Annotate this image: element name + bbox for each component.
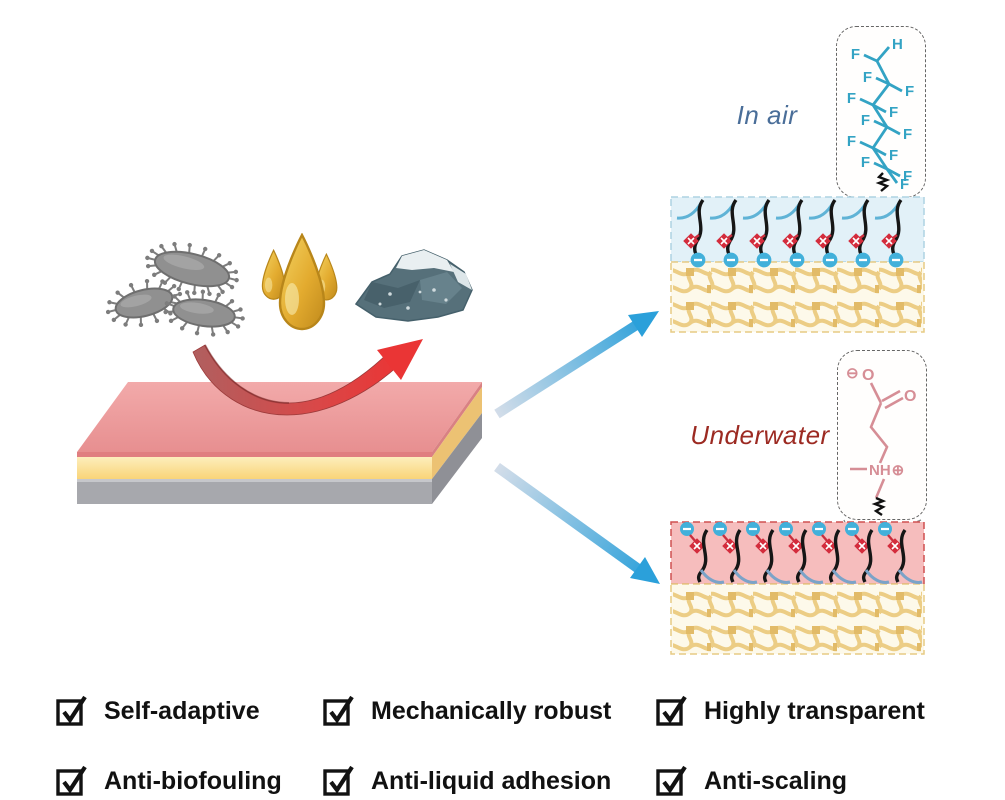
surface-underwater — [670, 520, 925, 655]
fluorine-label: F — [851, 46, 860, 63]
feature-label: Mechanically robust — [371, 696, 612, 725]
slab-top-layer-edge — [77, 452, 432, 457]
fluorine-label: F — [861, 112, 870, 129]
fluorine-label: F — [905, 83, 914, 100]
feature-anti-liquid-adhesion: Anti-liquid adhesion — [322, 764, 611, 798]
oxygen-double: O — [904, 388, 916, 405]
slab-base-layer-side — [432, 413, 482, 504]
fluorine-label: F — [903, 168, 912, 185]
arrow-to-underwater — [494, 462, 660, 584]
minus-charge: ⊖ — [846, 365, 859, 382]
backbone-squiggle — [875, 172, 891, 192]
in-air-label: In air — [736, 100, 798, 130]
coating-slab — [77, 339, 482, 504]
mineral-facet-dark — [364, 280, 420, 308]
feature-self-adaptive: Self-adaptive — [55, 694, 260, 728]
fluorine-label: F — [861, 154, 870, 171]
mineral-snow-cap — [396, 250, 454, 272]
slab-middle-layer-side — [432, 387, 482, 479]
feature-label: Highly transparent — [704, 696, 925, 725]
fluorine-label: F — [900, 176, 909, 193]
fluorine-label: F — [847, 133, 856, 150]
arrow-to-in-air — [494, 311, 659, 419]
mineral-speckles — [378, 288, 448, 310]
slab-base-layer — [77, 479, 432, 504]
oil-drop-small-left — [261, 248, 286, 300]
surface-in-air — [670, 196, 925, 333]
checked-checkbox-icon — [323, 695, 354, 726]
hydrogen-label: H — [892, 36, 903, 53]
fluorine-label: F — [889, 104, 898, 121]
bacterium — [163, 289, 245, 337]
carboxybetaine-molecule: ⊖ O O NH⊕ — [846, 365, 916, 516]
crosslinked-network — [673, 586, 922, 652]
oil-droplets-icon — [261, 233, 338, 331]
underwater-label: Underwater — [690, 420, 830, 450]
carboxybetaine-structure-box: ⊖ O O NH⊕ — [837, 350, 927, 520]
checked-checkbox-icon — [656, 765, 687, 796]
crosslinked-network — [673, 264, 922, 330]
slab-top-layer-face — [77, 382, 482, 452]
feature-label: Anti-biofouling — [104, 766, 282, 795]
checked-checkbox-icon — [56, 765, 87, 796]
fluorine-label: F — [863, 69, 872, 86]
feature-highly-transparent: Highly transparent — [655, 694, 925, 728]
oil-drop-large — [278, 233, 326, 331]
slab-top-layer-side — [432, 382, 482, 457]
feature-anti-biofouling: Anti-biofouling — [55, 764, 282, 798]
fluorine-label: F — [847, 90, 856, 107]
mineral-snow-side — [450, 264, 472, 290]
feature-mechanically-robust: Mechanically robust — [322, 694, 611, 728]
betaine-bonds — [850, 382, 904, 499]
bacteria-icon — [106, 241, 245, 337]
checked-checkbox-icon — [323, 765, 354, 796]
feature-label: Self-adaptive — [104, 696, 260, 725]
checked-checkbox-icon — [656, 695, 687, 726]
oxygen-anion: O — [862, 367, 874, 384]
feature-label: Anti-scaling — [704, 766, 848, 795]
feature-label: Anti-liquid adhesion — [371, 766, 612, 795]
bacterium — [145, 241, 239, 297]
fluorine-label: F — [903, 126, 912, 143]
slab-base-highlight — [77, 479, 432, 482]
ammonium-group: NH⊕ — [869, 462, 904, 479]
mineral-facet-light — [420, 272, 462, 304]
scale-mineral-icon — [354, 249, 473, 322]
peel-arrow — [192, 339, 423, 416]
fluorine-label: F — [889, 147, 898, 164]
feature-anti-scaling: Anti-scaling — [655, 764, 847, 798]
checked-checkbox-icon — [56, 695, 87, 726]
slab-middle-layer — [77, 457, 432, 479]
backbone-squiggle — [871, 496, 887, 516]
bacterium — [106, 278, 183, 328]
betaine-atoms: ⊖ O O NH⊕ — [846, 365, 916, 479]
